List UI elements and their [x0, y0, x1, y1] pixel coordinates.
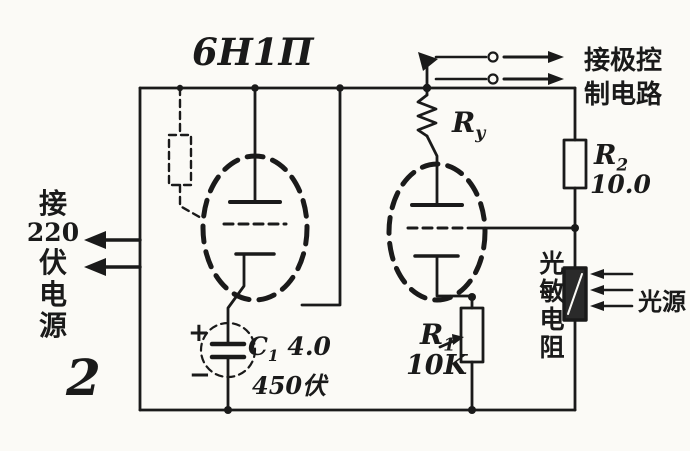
- tube-envelope-icon: [200, 153, 310, 303]
- arrow-right-icon: [548, 73, 564, 85]
- r2-sub: 2: [616, 154, 629, 175]
- junction-dots: [176, 83, 579, 414]
- tube-type-label: 6Н1П: [192, 30, 314, 74]
- power-input-label: 接 220 伏 电 源: [22, 187, 84, 343]
- arrow-left-icon: [590, 301, 604, 311]
- relay-coil-symbol: [416, 60, 439, 207]
- c1-sub: 1: [267, 346, 279, 365]
- arrow-left-icon: [590, 285, 604, 295]
- light-source-label: 光源: [638, 288, 686, 316]
- c1-value: 4.0: [287, 332, 331, 361]
- power-input-voltage: 220: [26, 218, 80, 248]
- light-arrows: [590, 269, 634, 311]
- c1-rating-label: 450伏: [252, 371, 327, 400]
- tube-envelope-icon: [386, 161, 488, 303]
- armature-contact-icon: [418, 52, 438, 71]
- arrow-left-icon: [590, 269, 604, 279]
- amplifier-tube-symbol: [386, 161, 488, 310]
- capacitor-plus-sign: +: [188, 318, 210, 348]
- r2-label: R2: [594, 140, 628, 174]
- r1-value: 10K: [406, 350, 468, 381]
- power-input-char: 电: [38, 277, 67, 311]
- photoresistor-symbol: [562, 266, 588, 322]
- r2-symbol: R: [594, 140, 617, 171]
- arrow-left-icon: [84, 231, 106, 249]
- cathode-lead: [226, 252, 246, 346]
- c1-label: C1 4.0: [248, 332, 331, 365]
- resistor-r1-symbol: [438, 306, 485, 412]
- resistor-r2-symbol: [562, 138, 588, 190]
- control-circuit-line2: 制电路: [584, 80, 663, 110]
- arrow-right-icon: [548, 51, 564, 63]
- power-input-char: 接: [38, 187, 67, 220]
- r2-value: 10.0: [590, 170, 651, 199]
- cathode-lead: [435, 254, 474, 310]
- relay-contacts-switch: [418, 51, 564, 85]
- power-input-char: 源: [38, 309, 67, 343]
- photoresistor-label: 光敏电阻: [536, 250, 565, 362]
- power-terminal-arrows: [84, 231, 142, 276]
- relay-symbol: R: [452, 106, 476, 139]
- power-input-char: 伏: [38, 246, 67, 280]
- control-circuit-label: 接极控 制电路: [584, 44, 662, 112]
- capacitor-c1-symbol: [199, 321, 257, 412]
- control-circuit-line1: 接极控: [584, 46, 663, 76]
- rectifier-tube-symbol: [200, 153, 310, 346]
- r1-label: R1: [420, 318, 455, 356]
- relay-label: Ry: [452, 106, 485, 144]
- figure-number: 2: [66, 348, 101, 407]
- heater-connection: [167, 86, 205, 221]
- c1-symbol: C: [248, 332, 268, 361]
- r1-symbol: R: [420, 318, 444, 351]
- wiper-arrow-icon: [452, 334, 464, 345]
- capacitor-minus-sign: −: [189, 360, 211, 390]
- arrow-left-icon: [84, 258, 106, 276]
- r1-sub: 1: [443, 335, 456, 356]
- relay-sub: y: [475, 123, 486, 144]
